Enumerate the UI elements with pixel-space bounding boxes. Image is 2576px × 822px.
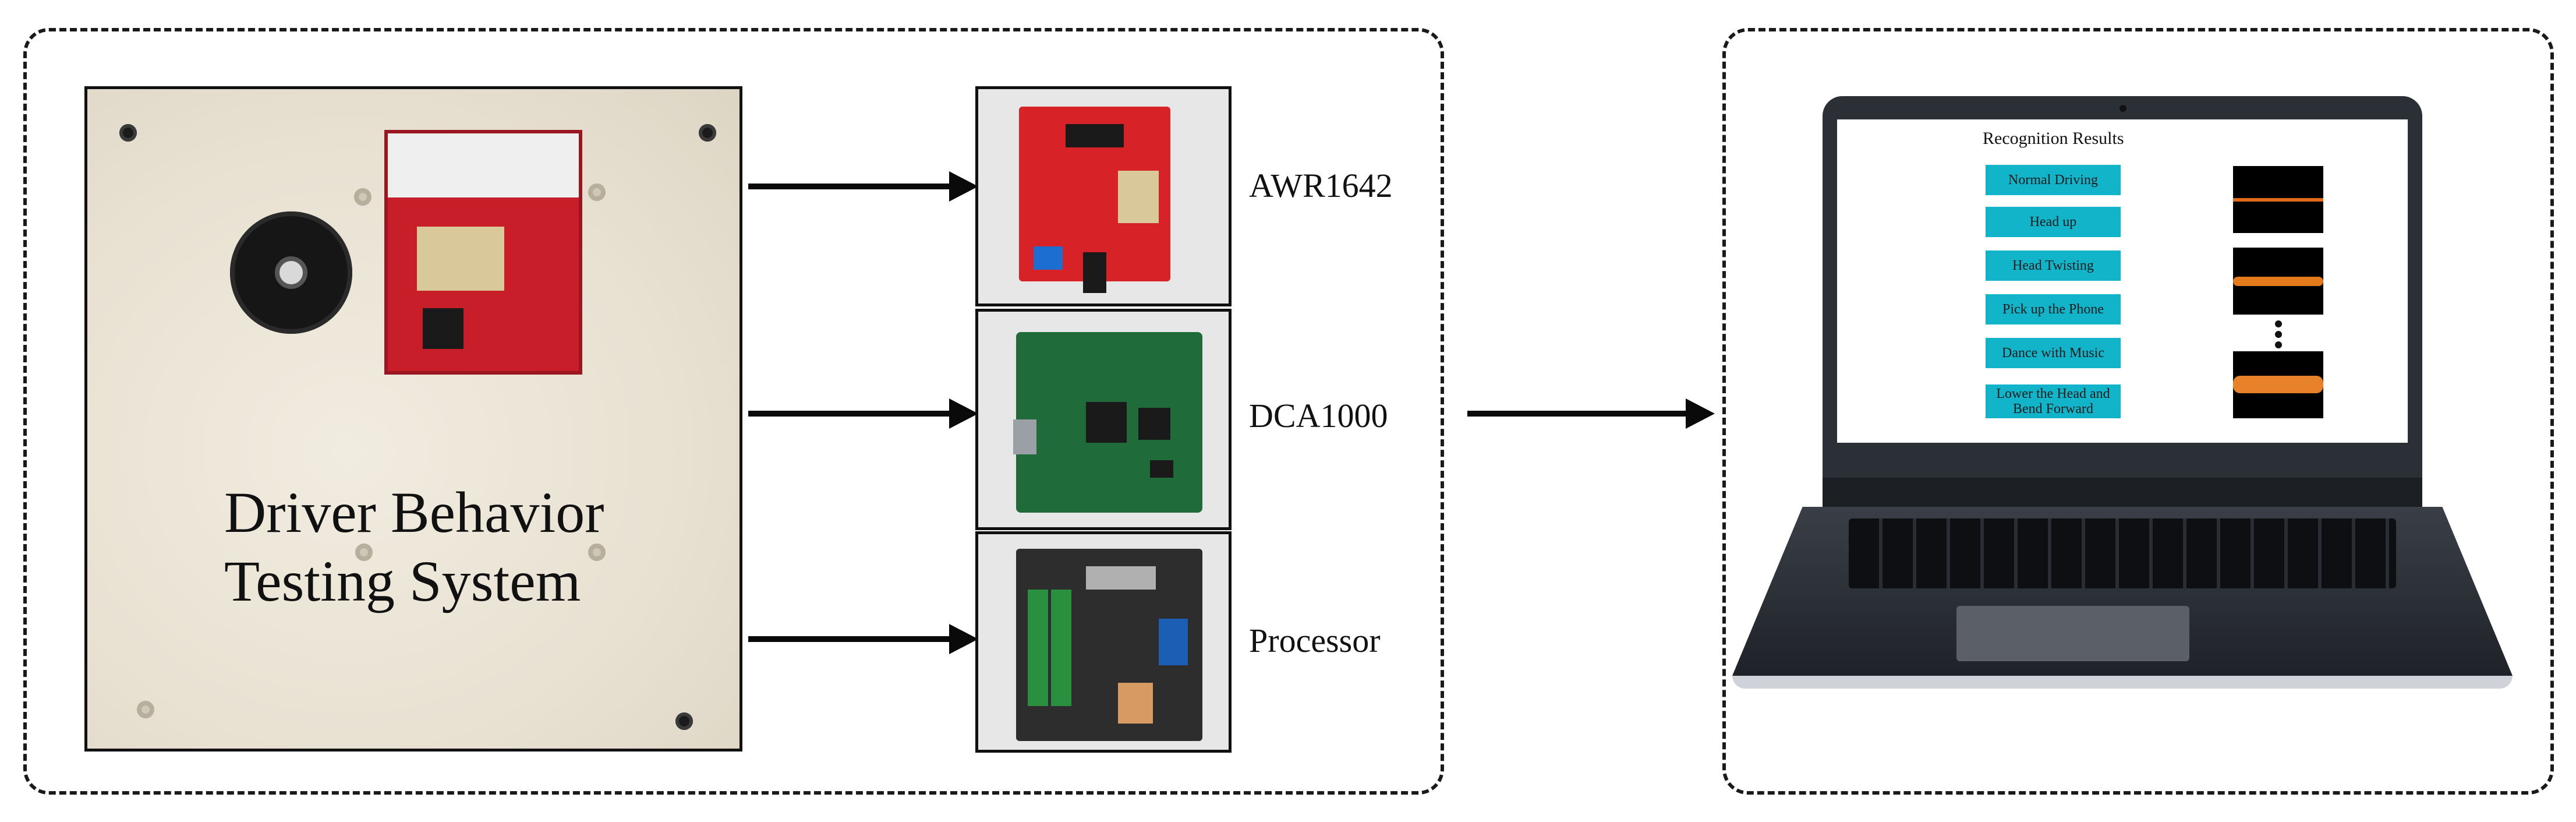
dca1000-board xyxy=(1013,332,1202,513)
processor-board xyxy=(1016,549,1202,741)
behavior-dance-with-music: Dance with Music xyxy=(1986,338,2121,368)
laptop-base xyxy=(1732,507,2513,676)
keyboard xyxy=(1849,518,2396,588)
screw-icon xyxy=(588,184,606,201)
arrow-head-icon xyxy=(1686,398,1715,429)
radar-board-window xyxy=(384,130,582,375)
laptop-screen: Recognition Results Normal Driving Head … xyxy=(1837,119,2408,443)
laptop-edge xyxy=(1732,676,2513,689)
module-label-dca1000: DCA1000 xyxy=(1249,397,1388,435)
device-title: Driver Behavior Testing System xyxy=(224,478,604,616)
spectrogram-2 xyxy=(2233,248,2323,315)
awr1642-photo xyxy=(975,86,1232,306)
computer-panel xyxy=(1722,28,2554,795)
hardware-panel xyxy=(23,28,1444,795)
ellipsis-icon xyxy=(2275,320,2282,327)
screw-icon xyxy=(675,712,693,730)
arrow-to-dca1000 xyxy=(748,411,952,417)
ellipsis-icon xyxy=(2275,331,2282,338)
processor-photo xyxy=(975,531,1232,753)
behavior-head-twisting: Head Twisting xyxy=(1986,251,2121,281)
behavior-head-up: Head up xyxy=(1986,207,2121,237)
arrow-to-processor xyxy=(748,636,952,642)
screw-icon xyxy=(119,124,137,142)
device-title-line-2: Testing System xyxy=(224,549,581,613)
driver-behavior-testing-device: Driver Behavior Testing System xyxy=(84,86,742,752)
arrow-head-icon xyxy=(949,624,978,654)
behavior-pick-up-phone: Pick up the Phone xyxy=(1986,294,2121,324)
arrow-head-icon xyxy=(949,398,978,429)
awr1642-board xyxy=(1019,107,1170,293)
module-label-awr1642: AWR1642 xyxy=(1249,167,1393,204)
ellipsis-icon xyxy=(2275,341,2282,348)
screw-icon xyxy=(588,544,606,561)
device-title-line-1: Driver Behavior xyxy=(224,480,604,545)
touchpad xyxy=(1956,606,2189,661)
behavior-lower-head-bend-forward: Lower the Head and Bend Forward xyxy=(1986,384,2121,418)
screw-icon xyxy=(137,701,154,718)
dca1000-photo xyxy=(975,309,1232,530)
screw-icon xyxy=(355,544,373,561)
arrow-to-laptop xyxy=(1467,411,1689,417)
module-label-processor: Processor xyxy=(1249,622,1381,659)
screw-icon xyxy=(354,188,371,206)
behavior-normal-driving: Normal Driving xyxy=(1986,165,2121,195)
recognition-results-title: Recognition Results xyxy=(1983,129,2124,148)
laptop-hinge xyxy=(1823,478,2422,507)
rotary-knob xyxy=(230,211,352,334)
arrow-head-icon xyxy=(949,171,978,202)
webcam-icon xyxy=(2119,105,2126,112)
arrow-to-awr1642 xyxy=(748,184,952,189)
spectrogram-3 xyxy=(2233,351,2323,418)
spectrogram-1 xyxy=(2233,166,2323,233)
screw-icon xyxy=(699,124,716,142)
